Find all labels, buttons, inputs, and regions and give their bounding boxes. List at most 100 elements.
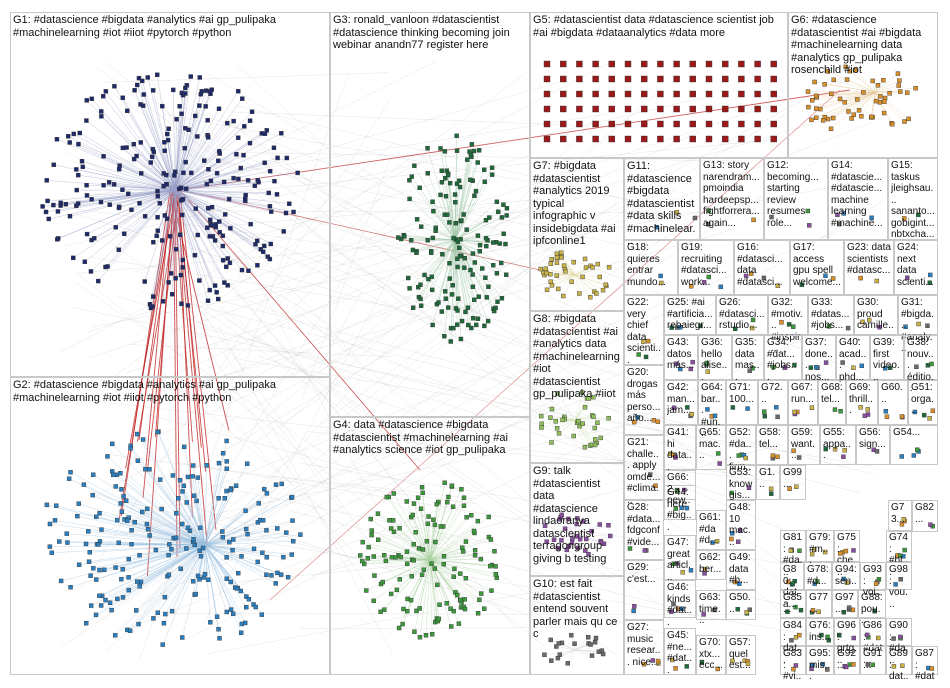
edge-g2 (99, 544, 206, 596)
edge-g4 (410, 516, 431, 561)
edge-g3 (421, 226, 456, 241)
group-panel-g82: G82... (912, 500, 938, 532)
node-g1 (168, 271, 174, 276)
group-panel-g43: G43: datos más... (664, 335, 698, 380)
group-label-g47: G47: great articl... (667, 537, 693, 583)
group-panel-g76: G76: ins... (806, 618, 834, 646)
group-label-g58: G58: tel... (759, 427, 784, 450)
edge-g7 (545, 268, 576, 276)
node-g1 (236, 88, 241, 94)
group-label-g18: G18: quieres entrar mundo... (627, 242, 666, 288)
edge-g4 (429, 559, 479, 614)
edge-g1 (73, 133, 176, 191)
edge-g1 (174, 153, 220, 191)
group-label-g25: G25: #ai #artificia... rebaiegr... (667, 297, 713, 331)
edge-g2 (204, 544, 255, 550)
edge-g6 (833, 91, 876, 119)
edge-g4 (429, 554, 476, 561)
edge-g3 (454, 179, 471, 241)
group-panel-g75: G75: che... (834, 530, 860, 578)
edge-g4 (429, 559, 485, 609)
edge-g2 (157, 431, 206, 546)
node-g1 (149, 154, 155, 160)
edge-cross (141, 291, 875, 475)
edge-g2 (162, 544, 206, 645)
group-panel-g77: G77... (806, 590, 832, 618)
edge-g4 (413, 503, 431, 561)
edge-cross (255, 251, 358, 359)
edge-g4 (429, 517, 467, 561)
node-g1 (231, 118, 236, 124)
edge-cross (257, 355, 476, 437)
edge-cross (179, 389, 350, 532)
edge-cross (218, 115, 631, 457)
edge-g2 (172, 475, 206, 546)
edge-g3 (454, 150, 475, 241)
edge-g2 (204, 544, 272, 576)
edge-g7 (556, 274, 576, 276)
edge-g1 (174, 189, 271, 260)
edge-g9 (574, 534, 611, 537)
edge-g1 (174, 77, 200, 191)
edge-g6 (849, 70, 876, 93)
edge-cross (90, 256, 401, 308)
edge-g2 (109, 544, 206, 603)
edge-g1 (86, 120, 176, 191)
edge-cross (107, 89, 895, 643)
node-g1 (155, 228, 161, 233)
edge-cross (310, 443, 782, 577)
group-label-g7: G7: #bigdata #datascientist #analytics 2… (533, 160, 619, 247)
edge-bundle (169, 191, 230, 431)
edge-cross (131, 138, 779, 203)
edge-g2 (157, 544, 206, 613)
node-g1 (182, 145, 187, 151)
node-g1 (154, 233, 159, 238)
node-g1 (193, 113, 198, 119)
group-panel-g41: G41: hi data... (664, 425, 696, 473)
edge-g1 (174, 162, 265, 191)
group-panel-g67: G67: run... (788, 380, 818, 425)
group-panel-g22: G22: very chief data scienti... (624, 295, 664, 366)
edge-g4 (429, 559, 496, 567)
edge-g1 (107, 189, 176, 267)
group-panel-g88: G88: pou... (858, 590, 886, 626)
edge-g4 (389, 520, 431, 561)
group-label-g65: G65: mac... (699, 427, 721, 461)
edge-g6 (855, 70, 876, 93)
edge-g2 (123, 496, 206, 546)
group-panel-g89: G89: dat... (886, 646, 912, 688)
group-label-g35: G35: data mas... (735, 337, 760, 383)
group-label-g11: G11: #datascience #bigdata #datascientis… (627, 160, 696, 247)
edge-g1 (138, 78, 176, 191)
edge-g4 (426, 541, 431, 561)
edge-g4 (429, 559, 436, 623)
edge-g4 (429, 559, 496, 575)
edge-g7 (557, 274, 576, 290)
edge-g2 (204, 532, 287, 546)
node-g1 (247, 140, 253, 146)
edge-g4 (390, 528, 431, 561)
edge-g1 (98, 189, 176, 282)
group-label-g22: G22: very chief data scienti... (627, 297, 661, 366)
group-panel-g96: G96: grtg... (834, 618, 860, 666)
edge-g4 (429, 520, 479, 561)
edge-cross (237, 105, 635, 202)
edge-cross (299, 627, 566, 629)
group-label-g24: G24: next data scienti... (897, 242, 934, 288)
edge-g3 (454, 239, 466, 312)
edge-g2 (204, 540, 294, 546)
edge-g3 (441, 182, 456, 241)
group-panel-g97: G97... (832, 590, 858, 618)
edge-g1 (174, 189, 287, 214)
group-label-g34: G34: #dat... #jobs... (767, 337, 798, 383)
node-g1 (98, 199, 104, 205)
edge-g2 (204, 544, 209, 580)
group-label-g45: G45: #ne... #dat... (667, 630, 693, 676)
edge-cross (105, 61, 837, 658)
edge-g2 (204, 544, 267, 575)
group-panel-g6: G6: #datascience #datascientist #ai #big… (788, 12, 938, 158)
edge-cross (228, 111, 579, 126)
edge-g2 (204, 544, 227, 613)
edge-g9 (574, 518, 578, 536)
edge-g1 (174, 128, 186, 191)
